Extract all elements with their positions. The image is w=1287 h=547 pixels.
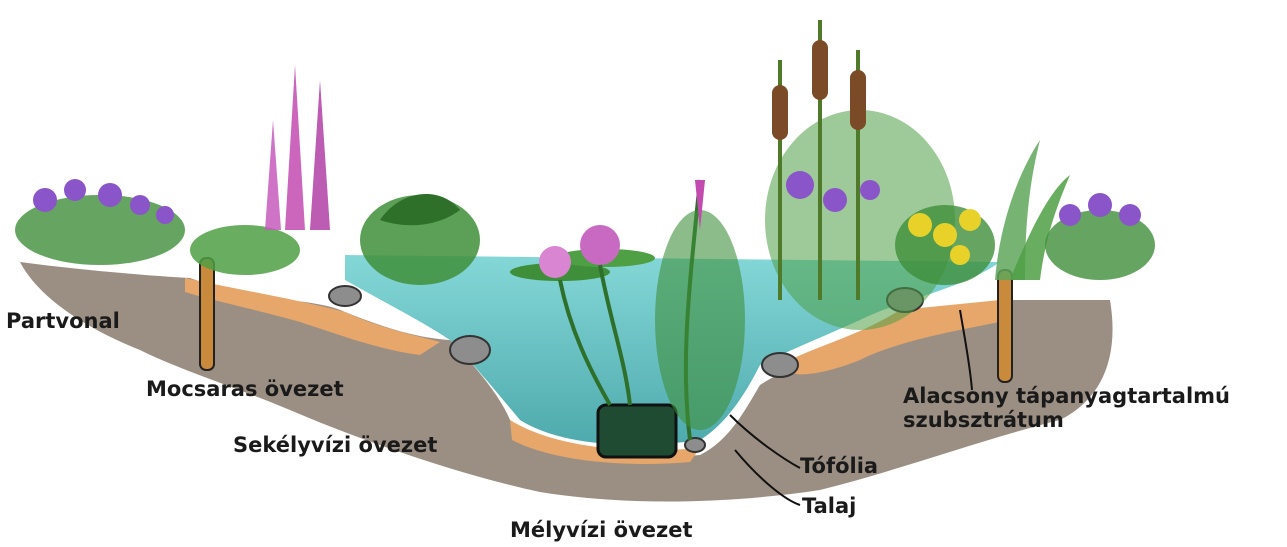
label-substrate: Alacsony tápanyagtartalmú szubsztrátum	[903, 384, 1230, 432]
label-substrate-line2: szubsztrátum	[903, 408, 1230, 432]
label-tofolia: Tófólia	[800, 454, 878, 478]
edge-post-left	[200, 258, 214, 370]
label-partvonal: Partvonal	[6, 309, 120, 333]
edge-post-right	[998, 270, 1012, 382]
marsh-plants	[190, 65, 330, 275]
label-mocsaras-ovezet: Mocsaras övezet	[146, 377, 344, 401]
label-sekelyvizi-ovezet: Sekélyvízi övezet	[233, 433, 437, 457]
shore-plants-right	[1045, 193, 1155, 280]
label-talaj: Talaj	[802, 494, 856, 518]
planting-basket	[598, 405, 676, 457]
yellow-flowers	[895, 205, 995, 285]
shore-plants-left	[15, 179, 185, 265]
label-melyvizi-ovezet: Mélyvízi övezet	[510, 518, 693, 542]
label-substrate-line1: Alacsony tápanyagtartalmú	[903, 384, 1230, 408]
arrowhead-plant	[360, 194, 480, 285]
cattails-reeds	[765, 20, 955, 330]
